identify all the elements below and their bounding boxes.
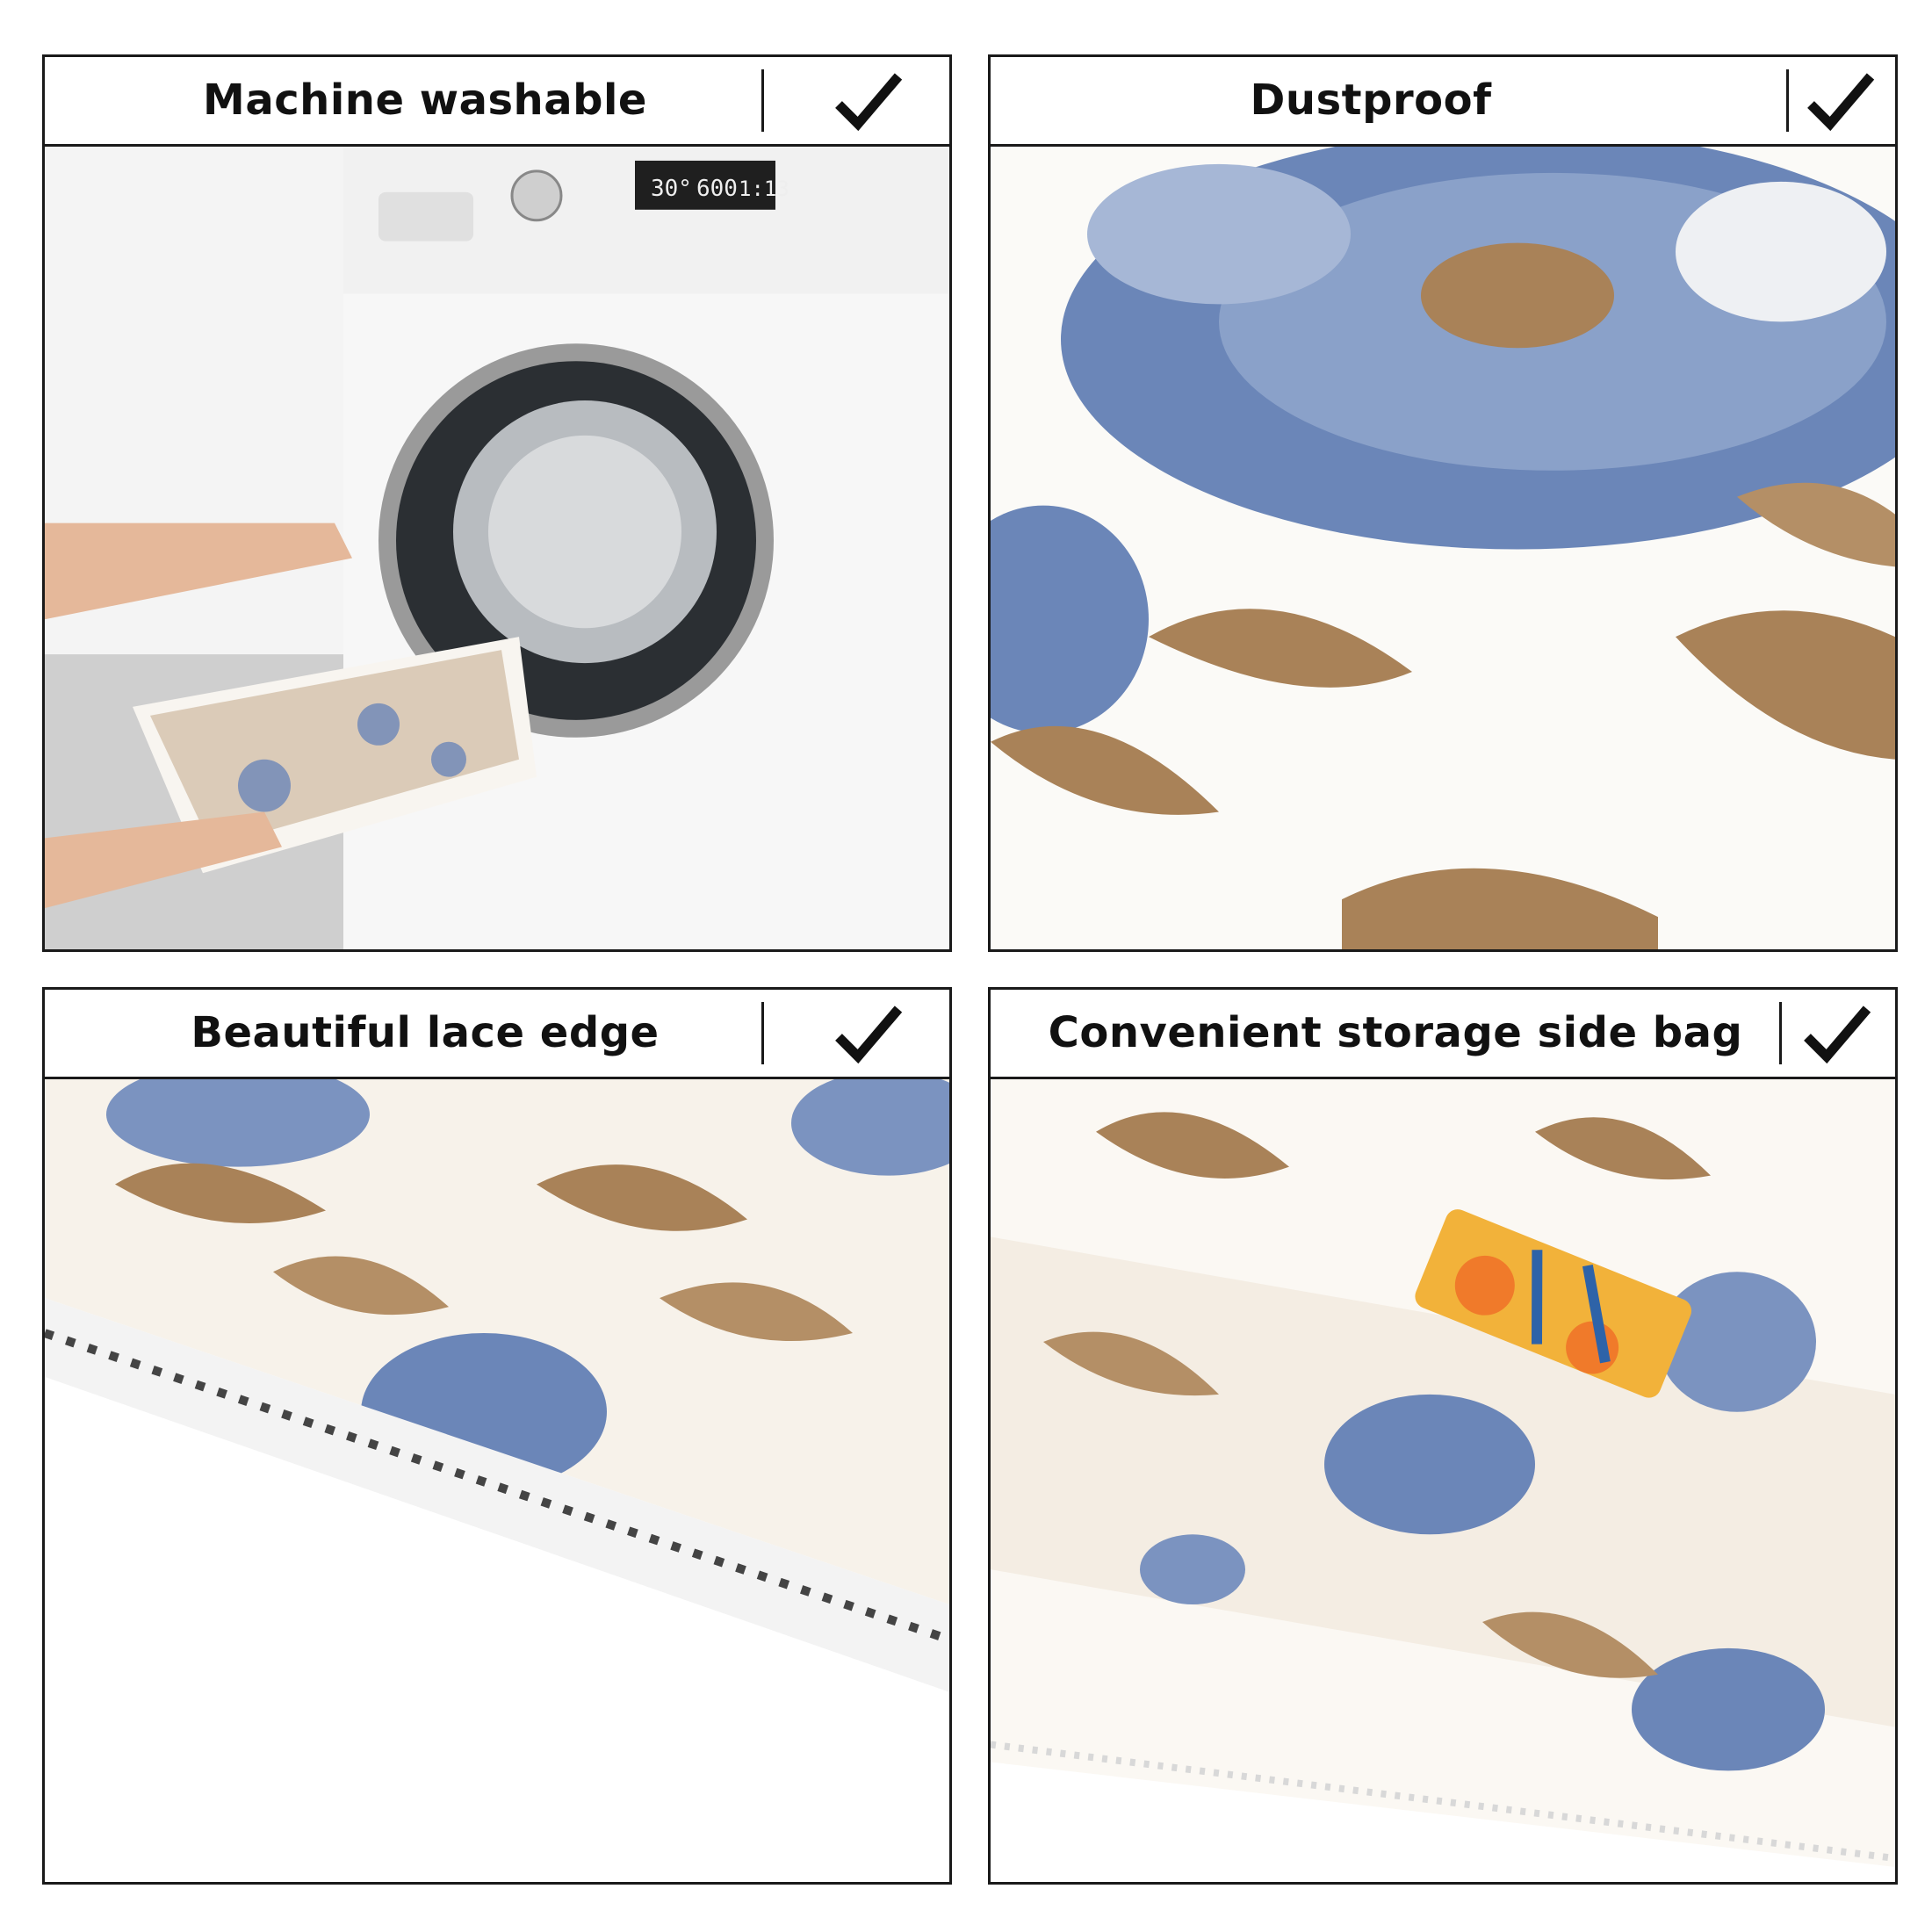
washing-machine-photo: 30° 600 1:13 <box>45 147 949 949</box>
panel-title: Machine washable <box>203 76 647 125</box>
washer-display-speed: 600 <box>696 176 738 202</box>
panel-header: Convenient storage side bag <box>991 990 1895 1079</box>
floral-fabric-closeup <box>991 147 1895 949</box>
checkmark-icon <box>835 1006 903 1064</box>
panel-dustproof: Dustproof <box>988 54 1898 952</box>
panel-storage-side-bag: Convenient storage side bag <box>988 987 1898 1885</box>
header-divider <box>761 69 764 132</box>
panel-header: Dustproof <box>991 57 1895 147</box>
header-divider <box>1779 1002 1782 1064</box>
washer-display-time: 1:13 <box>739 177 789 201</box>
side-bag-photo <box>991 1079 1895 1882</box>
panel-lace-edge: Beautiful lace edge <box>42 987 952 1885</box>
checkmark-icon <box>835 73 903 132</box>
panel-header: Machine washable <box>45 57 949 147</box>
header-divider <box>761 1002 764 1064</box>
panel-machine-washable: Machine washable 30° 600 1:13 <box>42 54 952 952</box>
lace-edge-photo <box>45 1079 949 1882</box>
checkmark-icon <box>1804 1006 1871 1064</box>
checkmark-icon <box>1807 73 1875 132</box>
washer-display-temp: 30° <box>651 176 692 202</box>
panel-title: Beautiful lace edge <box>191 1008 660 1057</box>
panel-title: Dustproof <box>1250 76 1492 125</box>
panel-title: Convenient storage side bag <box>1048 1008 1743 1057</box>
panel-header: Beautiful lace edge <box>45 990 949 1079</box>
header-divider <box>1786 69 1789 132</box>
